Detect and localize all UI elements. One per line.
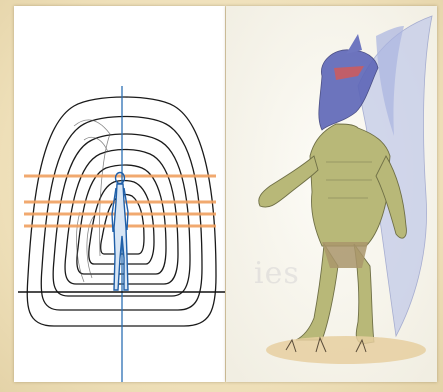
creature-illustration-panel: ies xyxy=(226,6,437,382)
creature-illustration-icon xyxy=(226,6,437,382)
contour-diagram-panel xyxy=(14,6,225,382)
contour-diagram-icon xyxy=(14,6,225,382)
standing-figure-icon xyxy=(112,173,128,291)
creature-torso xyxy=(310,124,390,246)
ground-patch xyxy=(266,336,426,364)
